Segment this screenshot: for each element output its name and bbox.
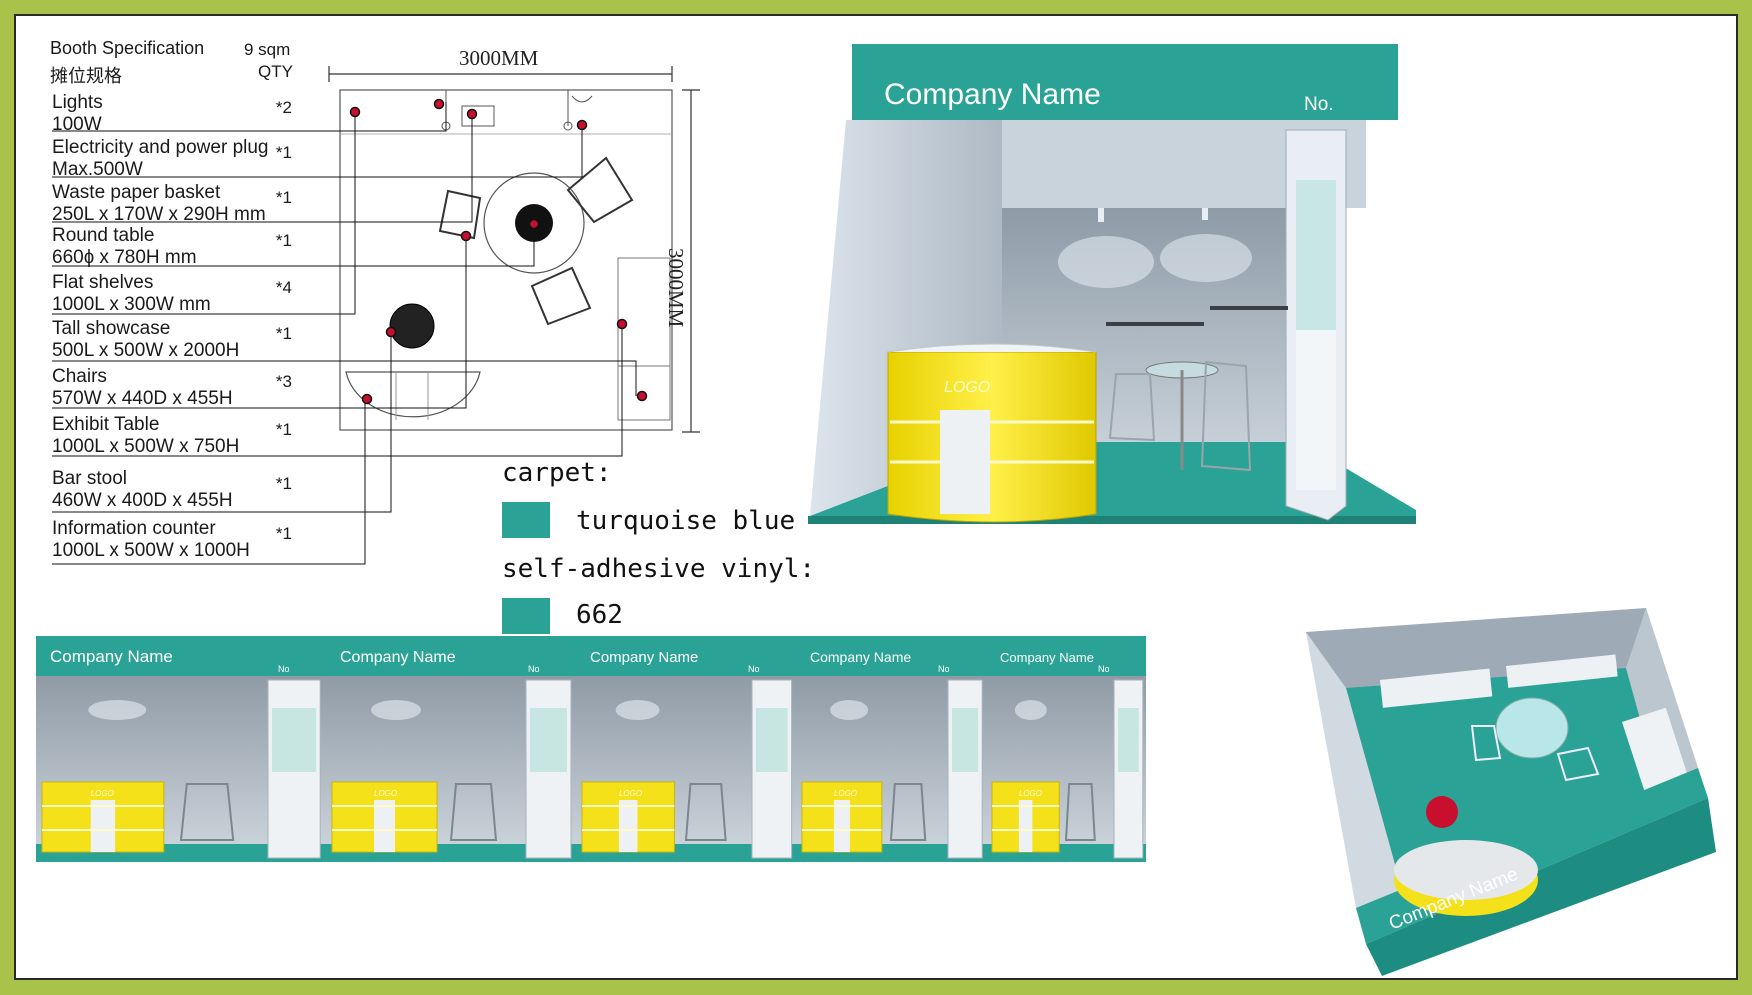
row-number: No [1098,664,1110,674]
fascia-number: No. [1304,94,1334,115]
spec-item-qty: *4 [275,278,292,297]
drawing-sheet: Booth Specification 摊位规格 9 sqm QTY Light… [14,14,1738,980]
depth-label: 3000MM [664,248,688,328]
spec-item-name: Chairs [52,366,107,387]
spotlight-icon [441,90,593,131]
spec-item-dimensions: 460W x 400D x 455H [52,490,233,511]
leader-lines [52,102,637,565]
chair-icon [438,156,634,326]
spec-area: 9 sqm [244,40,291,59]
counter-logo: LOGO [944,379,990,396]
round-table-icon [483,172,585,274]
width-label: 3000MM [459,46,539,70]
row-number: No [938,664,950,674]
spec-item-name: Waste paper basket [52,182,221,203]
spec-item-dimensions: 500L x 500W x 2000H [52,340,240,361]
row-counter-logo: LOGO [619,789,642,798]
row-number: No [528,664,540,674]
spec-item-name: Round table [52,225,155,246]
row-company-name: Company Name [1000,650,1094,665]
spec-item-name: Lights [52,92,103,113]
row-counter-logo: LOGO [374,789,397,798]
carpet-label: carpet: [502,458,612,488]
spec-item-qty: *1 [275,420,292,439]
row-number: No [748,664,760,674]
spec-item-name: Tall showcase [52,318,171,339]
spec-item-qty: *2 [275,98,292,117]
row-fascia [36,636,1146,676]
spec-item-name: Electricity and power plug [52,137,269,158]
row-counter-logo: LOGO [91,789,114,798]
spec-item-qty: *1 [275,474,292,493]
spec-title: Booth Specification [50,38,205,58]
booth-render-top: Company Name [1306,608,1716,976]
fascia [852,44,1398,120]
spec-item-name: Flat shelves [52,272,154,293]
vinyl-swatch [502,598,550,634]
marker-dots [349,98,648,405]
spec-qty-header: QTY [258,62,293,81]
spec-item-qty: *1 [275,143,292,162]
row-counter-logo: LOGO [1019,789,1042,798]
row-company-name: Company Name [590,649,698,666]
row-company-name: Company Name [810,649,911,665]
spec-item-qty: *1 [275,231,292,250]
spec-item-dimensions: Max.500W [52,159,143,180]
spec-item-name: Information counter [52,518,216,539]
spec-item-name: Bar stool [52,468,127,489]
spec-item-dimensions: 1000L x 500W x 1000H [52,540,250,561]
floor-plan [52,66,700,565]
row-company-name: Company Name [50,647,173,666]
carpet-swatch [502,502,550,538]
spec-item-qty: *1 [275,524,292,543]
depth-dimension [682,89,700,433]
booth-render-front: Company Name No. LOGO [808,44,1416,524]
spec-item-dimensions: 1000L x 500W x 750H [52,436,240,457]
spec-item-dimensions: 660ɸ x 780H mm [52,247,197,268]
spec-title-cn: 摊位规格 [50,66,122,86]
spec-item-qty: *1 [275,188,292,207]
power-plug-icon [461,105,495,127]
booth-outline [339,89,673,431]
fascia-company-name: Company Name [884,78,1101,111]
row-company-name: Company Name [340,649,456,666]
spec-item-qty: *1 [275,324,292,343]
spec-item-name: Exhibit Table [52,414,160,435]
row-number: No [278,664,290,674]
spec-item-dimensions: 1000L x 300W mm [52,294,211,315]
vinyl-code: 662 [576,600,623,630]
row-counter-logo: LOGO [834,789,857,798]
bar-stool-icon [389,303,435,349]
information-counter-icon [345,371,481,418]
spec-item-dimensions: 570W x 440D x 455H [52,388,233,409]
vinyl-label: self-adhesive vinyl: [502,554,816,584]
spec-item-qty: *3 [275,372,292,391]
spec-item-dimensions: 250L x 170W x 290H mm [52,204,266,225]
width-dimension [328,66,673,82]
spec-item-dimensions: 100W [52,114,102,135]
carpet-color-name: turquoise blue [576,506,796,536]
